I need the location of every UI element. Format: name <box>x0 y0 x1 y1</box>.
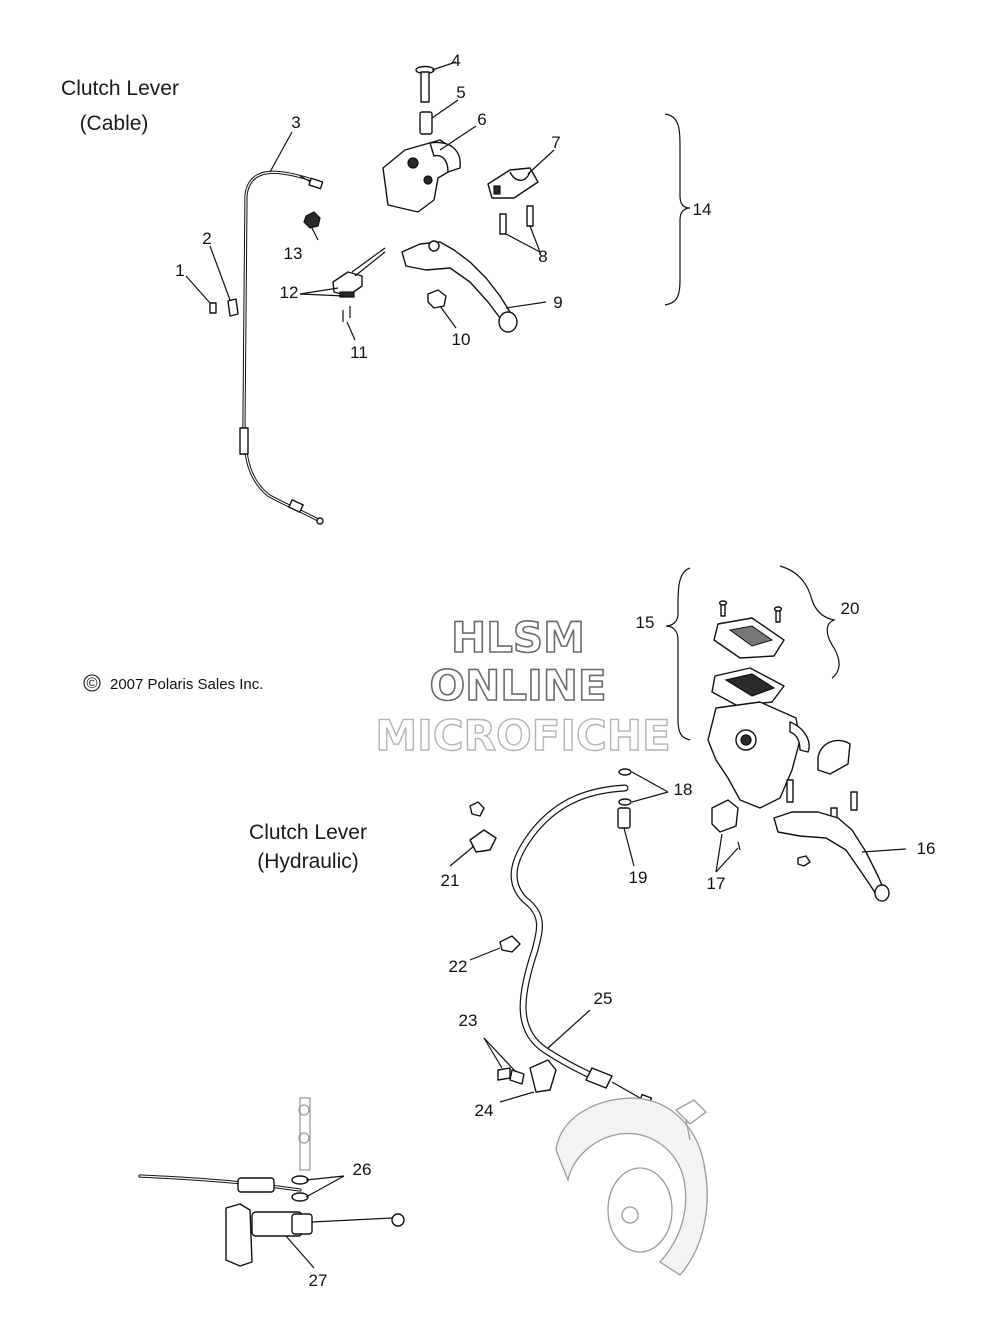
part-19-banjo-bolt <box>617 807 631 829</box>
watermark-line2: ONLINE <box>429 661 606 710</box>
part-23-screws <box>497 1067 525 1085</box>
part-6-perch <box>382 139 461 213</box>
callout-6: 6 <box>477 110 486 129</box>
callout-18: 18 <box>674 780 693 799</box>
part-24-bracket <box>529 1059 557 1093</box>
callout-22: 22 <box>449 957 468 976</box>
callout-14: 14 <box>693 200 712 219</box>
callout-27: 27 <box>309 1271 328 1290</box>
callout-17: 17 <box>707 874 726 893</box>
clutch-cable <box>239 170 324 525</box>
callout-20: 20 <box>841 599 860 618</box>
bracket-20 <box>779 565 840 679</box>
part-master-cylinder <box>707 701 810 809</box>
part-25-hose <box>510 784 653 1109</box>
callout-1: 1 <box>175 261 184 280</box>
watermark-line1: HLSM <box>451 613 585 662</box>
callout-8: 8 <box>538 247 547 266</box>
bracket-15 <box>665 567 691 741</box>
part-21-clip <box>469 801 497 853</box>
part-reservoir-cap <box>713 617 785 659</box>
part-17-switch <box>711 799 741 851</box>
callout-26: 26 <box>353 1160 372 1179</box>
watermark-line3: MICROFICHE <box>375 711 670 760</box>
callout-9: 9 <box>553 293 562 312</box>
copyright-notice: © 2007 Polaris Sales Inc. <box>83 674 263 693</box>
callout-10: 10 <box>452 330 471 349</box>
title-hydraulic-line1: Clutch Lever <box>249 821 367 844</box>
part-8-screws <box>499 205 534 235</box>
part-cap-screws <box>718 600 783 623</box>
callout-5: 5 <box>456 83 465 102</box>
title-hydraulic-line2: (Hydraulic) <box>257 850 359 873</box>
part-22-clamp <box>499 935 521 953</box>
part-11-screws <box>342 306 351 322</box>
part-4-bolt <box>415 65 435 103</box>
callout-21: 21 <box>441 871 460 890</box>
part-10-nut <box>427 289 447 309</box>
part-1-clip <box>209 302 217 314</box>
callout-2: 2 <box>202 229 211 248</box>
callout-13: 13 <box>284 244 303 263</box>
engine-cover-outline <box>555 1097 708 1276</box>
part-13-nut <box>303 211 321 229</box>
part-5-bushing <box>419 111 433 135</box>
callout-15: 15 <box>636 613 655 632</box>
callout-16: 16 <box>917 839 936 858</box>
title-cable-line2: (Cable) <box>80 112 149 135</box>
callout-24: 24 <box>475 1101 494 1120</box>
part-26-fittings <box>138 1097 311 1202</box>
part-7-clamp <box>487 167 539 199</box>
callout-7: 7 <box>551 133 560 152</box>
leader-lines <box>185 61 907 1269</box>
callout-11: 11 <box>350 343 368 362</box>
copyright-text: 2007 Polaris Sales Inc. <box>110 676 263 693</box>
copyright-symbol: © <box>86 675 97 692</box>
part-2-bracket <box>227 298 239 317</box>
part-18-washers <box>618 768 632 806</box>
callout-3: 3 <box>291 113 300 132</box>
title-cable-line1: Clutch Lever <box>61 77 179 100</box>
callout-19: 19 <box>629 868 648 887</box>
part-9-lever <box>401 240 518 333</box>
part-16-lever <box>773 811 890 902</box>
part-diaphragm <box>711 667 785 707</box>
callout-4: 4 <box>451 51 460 70</box>
part-12-switch <box>332 247 386 298</box>
callout-25: 25 <box>594 989 613 1008</box>
part-27-slave-cylinder <box>225 1203 405 1267</box>
callout-23: 23 <box>459 1011 478 1030</box>
bracket-14 <box>664 113 691 306</box>
watermark: HLSM ONLINE MICROFICHE <box>375 612 672 761</box>
callout-12: 12 <box>280 283 299 302</box>
